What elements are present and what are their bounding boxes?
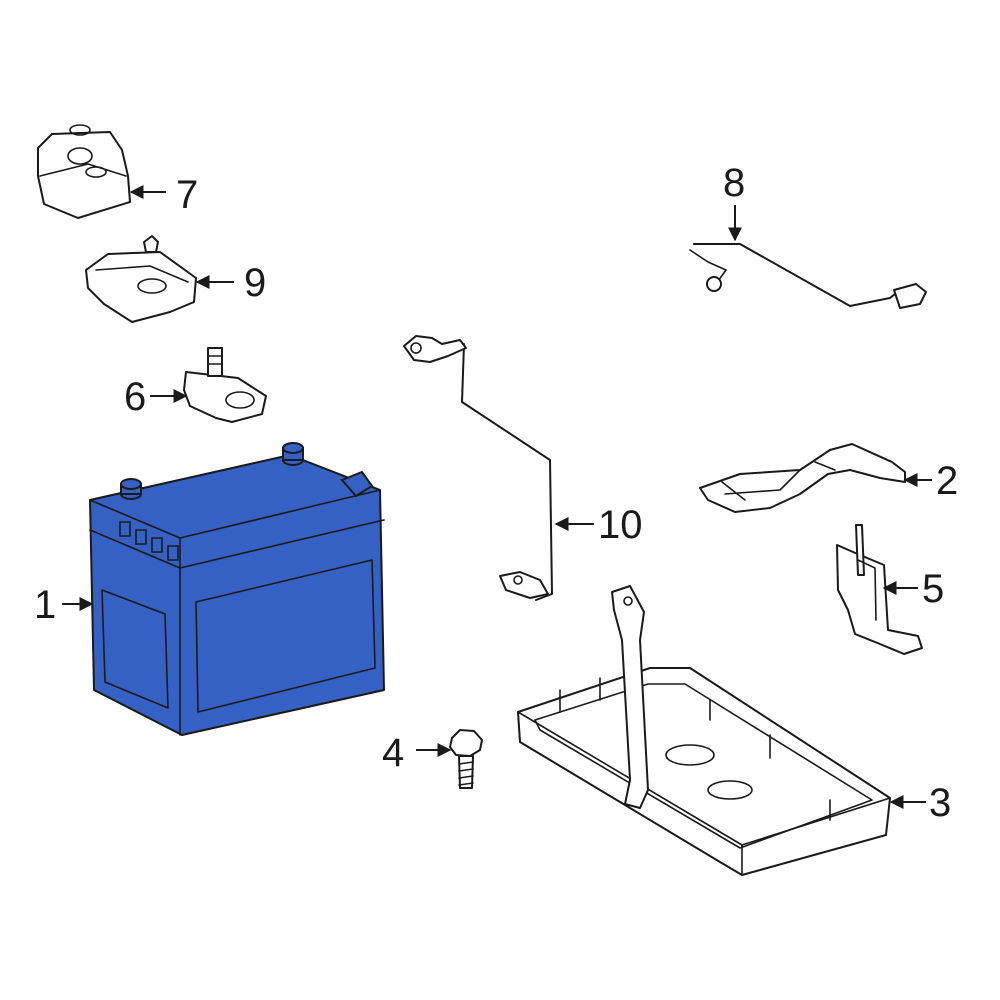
terminal-cover[interactable] [37,124,131,219]
callout-2-label: 2 [936,459,958,503]
terminal-block[interactable] [85,235,197,323]
terminal-clamp[interactable] [183,347,267,423]
callout-7: 7 [129,173,198,217]
callout-10-label: 10 [598,503,643,547]
callout-4: 4 [382,731,452,775]
battery-tray[interactable] [517,585,891,876]
hold-down-bracket[interactable] [699,443,906,513]
callout-7-label: 7 [176,173,198,217]
vent-tube[interactable] [689,243,927,309]
callout-1-label: 1 [34,583,56,627]
callout-9-label: 9 [244,261,266,305]
battery-terminal-left [120,478,142,500]
callout-6: 6 [124,375,188,419]
bolt[interactable] [449,729,483,789]
callout-2: 2 [903,459,958,503]
callout-5-label: 5 [922,567,944,611]
callout-8: 8 [723,161,745,242]
callout-3-label: 3 [929,781,951,825]
battery[interactable] [89,442,385,736]
callout-1: 1 [34,583,94,627]
callout-9: 9 [195,261,266,305]
callout-4-label: 4 [382,731,404,775]
callout-3: 3 [889,781,951,825]
battery-terminal-right [282,442,304,466]
callout-6-label: 6 [124,375,146,419]
battery-cable[interactable] [403,335,553,601]
battery-stay[interactable] [836,524,923,655]
callout-8-label: 8 [723,161,745,205]
callout-10: 10 [554,503,643,547]
callout-5: 5 [882,567,944,611]
battery-vents [119,521,179,561]
